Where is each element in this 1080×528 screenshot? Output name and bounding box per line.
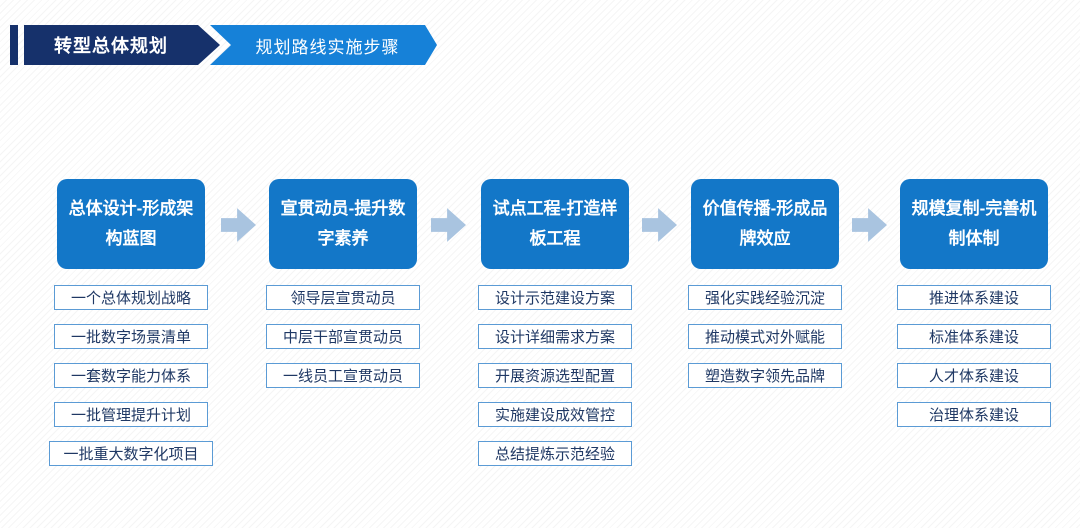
stage-item-label: 一线员工宣贯动员 xyxy=(282,368,403,385)
stage-item: 一批重大数字化项目 xyxy=(49,441,213,466)
stage-item-list: 设计示范建设方案 设计详细需求方案 开展资源选型配置 实施建设成效管控 总结提炼… xyxy=(478,285,632,466)
flow-column: 规模复制-完善机制体制 推进体系建设 标准体系建设 人才体系建设 治理体系建设 xyxy=(897,179,1051,441)
stage-box: 价值传播-形成品牌效应 xyxy=(691,179,839,269)
stage-item: 推进体系建设 xyxy=(897,285,1051,310)
stage-item-label: 领导层宣贯动员 xyxy=(290,290,396,307)
stage-item: 领导层宣贯动员 xyxy=(266,285,420,310)
tab-transformation-overall-plan-label: 转型总体规划 xyxy=(54,36,168,56)
flow-column: 试点工程-打造样板工程 设计示范建设方案 设计详细需求方案 开展资源选型配置 实… xyxy=(478,179,632,480)
stage-title: 规模复制-完善机制体制 xyxy=(911,199,1037,248)
header-accent-bar xyxy=(10,25,18,65)
stage-item-label: 一批重大数字化项目 xyxy=(63,446,199,463)
stage-item: 中层干部宣贯动员 xyxy=(266,324,420,349)
stage-item-list: 一个总体规划战略 一批数字场景清单 一套数字能力体系 一批管理提升计划 一批重大… xyxy=(49,285,213,466)
stage-box: 试点工程-打造样板工程 xyxy=(481,179,629,269)
stage-item: 总结提炼示范经验 xyxy=(478,441,632,466)
stage-item: 一批管理提升计划 xyxy=(54,402,208,427)
stage-item: 开展资源选型配置 xyxy=(478,363,632,388)
stage-item-list: 强化实践经验沉淀 推动模式对外赋能 塑造数字领先品牌 xyxy=(688,285,842,388)
stage-item-list: 推进体系建设 标准体系建设 人才体系建设 治理体系建设 xyxy=(897,285,1051,427)
stage-item: 一个总体规划战略 xyxy=(54,285,208,310)
stage-item: 实施建设成效管控 xyxy=(478,402,632,427)
stage-title: 总体设计-形成架构蓝图 xyxy=(68,199,194,248)
stage-item-label: 一批管理提升计划 xyxy=(70,407,191,424)
stage-item-label: 人才体系建设 xyxy=(928,368,1019,385)
stage-title: 价值传播-形成品牌效应 xyxy=(702,199,828,248)
stage-item-label: 推动模式对外赋能 xyxy=(704,329,825,346)
stage-item: 塑造数字领先品牌 xyxy=(688,363,842,388)
stage-item: 一批数字场景清单 xyxy=(54,324,208,349)
stage-item-label: 设计详细需求方案 xyxy=(494,329,615,346)
flow-column: 宣贯动员-提升数字素养 领导层宣贯动员 中层干部宣贯动员 一线员工宣贯动员 xyxy=(266,179,420,402)
stage-item: 人才体系建设 xyxy=(897,363,1051,388)
stage-item: 设计详细需求方案 xyxy=(478,324,632,349)
stage-item-label: 设计示范建设方案 xyxy=(494,290,615,307)
stage-title: 试点工程-打造样板工程 xyxy=(492,199,618,248)
header-breadcrumb: 转型总体规划 规划路线实施步骤 xyxy=(10,25,437,65)
stage-item-label: 强化实践经验沉淀 xyxy=(704,290,825,307)
stage-item-label: 一个总体规划战略 xyxy=(70,290,191,307)
tab-transformation-overall-plan[interactable]: 转型总体规划 xyxy=(24,25,220,65)
tab-roadmap-implementation-steps[interactable]: 规划路线实施步骤 xyxy=(210,25,437,65)
stage-item-label: 治理体系建设 xyxy=(928,407,1019,424)
stage-item: 治理体系建设 xyxy=(897,402,1051,427)
stage-box: 宣贯动员-提升数字素养 xyxy=(269,179,417,269)
stage-item: 标准体系建设 xyxy=(897,324,1051,349)
flow-column: 总体设计-形成架构蓝图 一个总体规划战略 一批数字场景清单 一套数字能力体系 一… xyxy=(49,179,213,480)
stage-box: 规模复制-完善机制体制 xyxy=(900,179,1048,269)
tab-roadmap-implementation-steps-label: 规划路线实施步骤 xyxy=(255,37,400,57)
stage-item-label: 标准体系建设 xyxy=(928,329,1019,346)
stage-item-label: 总结提炼示范经验 xyxy=(494,446,615,463)
flow-column: 价值传播-形成品牌效应 强化实践经验沉淀 推动模式对外赋能 塑造数字领先品牌 xyxy=(688,179,842,402)
stage-title: 宣贯动员-提升数字素养 xyxy=(280,199,406,248)
stage-item-label: 开展资源选型配置 xyxy=(494,368,615,385)
stage-item-label: 推进体系建设 xyxy=(928,290,1019,307)
stage-item: 一线员工宣贯动员 xyxy=(266,363,420,388)
stage-item: 一套数字能力体系 xyxy=(54,363,208,388)
stage-box: 总体设计-形成架构蓝图 xyxy=(57,179,205,269)
stage-item: 推动模式对外赋能 xyxy=(688,324,842,349)
stage-item-label: 塑造数字领先品牌 xyxy=(704,368,825,385)
stage-item-label: 一套数字能力体系 xyxy=(70,368,191,385)
stage-item-label: 中层干部宣贯动员 xyxy=(282,329,403,346)
stage-item-label: 实施建设成效管控 xyxy=(494,407,615,424)
stage-item: 设计示范建设方案 xyxy=(478,285,632,310)
stage-item-label: 一批数字场景清单 xyxy=(70,329,191,346)
stage-item-list: 领导层宣贯动员 中层干部宣贯动员 一线员工宣贯动员 xyxy=(266,285,420,388)
stage-item: 强化实践经验沉淀 xyxy=(688,285,842,310)
